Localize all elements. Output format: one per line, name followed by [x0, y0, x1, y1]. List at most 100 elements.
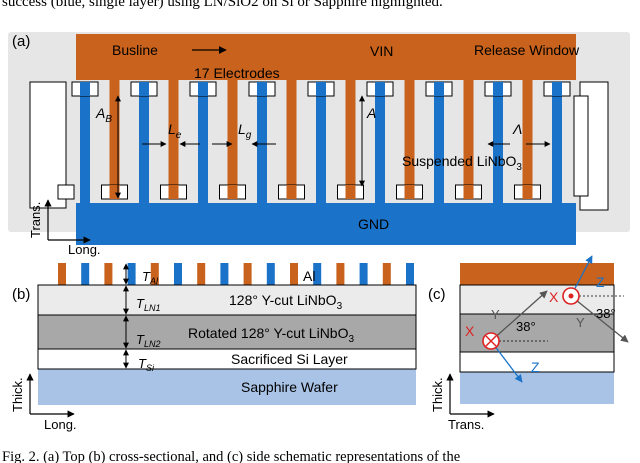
layer4-label: Sapphire Wafer — [241, 379, 338, 395]
ab-symbol: AB — [95, 105, 112, 125]
t-ln2-symbol: TLN2 — [136, 332, 160, 349]
vin-label: VIN — [370, 43, 393, 59]
electrode-finger-gnd — [552, 96, 562, 206]
electrode-array — [71, 78, 571, 206]
electrode-finger-gnd — [316, 96, 326, 206]
caption-top: success (blue, single layer) using LN/Si… — [2, 0, 443, 10]
al-finger — [81, 263, 90, 285]
lg-symbol: Lg — [238, 121, 252, 141]
al-finger — [174, 263, 182, 285]
panel-c-label: (c) — [428, 286, 446, 303]
anchor-right-inner — [573, 95, 589, 197]
x-label-bottom: X — [465, 323, 475, 339]
side-electrode — [460, 263, 614, 285]
electrode-finger-gnd — [198, 96, 208, 206]
t-al-symbol: TAl — [142, 269, 159, 286]
layer-ln1 — [37, 284, 417, 316]
al-finger — [382, 263, 391, 285]
finger-tip — [168, 185, 179, 199]
layer-si — [37, 348, 417, 370]
al-finger — [359, 263, 368, 285]
electrode-finger-vin — [109, 78, 120, 196]
finger-tip — [552, 82, 562, 96]
busline-label: Busline — [112, 42, 158, 58]
finger-tip — [345, 185, 356, 199]
caption-bottom: Fig. 2. (a) Top (b) cross-sectional, and… — [2, 449, 460, 463]
trans-axis-label: Trans. — [28, 202, 43, 238]
al-finger — [197, 263, 206, 285]
electrode-finger-gnd — [80, 96, 90, 206]
busline-bar — [76, 34, 576, 80]
lambda-symbol: Λ — [512, 121, 522, 137]
electrode-finger-vin — [168, 78, 179, 196]
suspended-linbo3-label: Suspended LiNbO3 — [402, 153, 522, 173]
anchor-left-pad — [57, 184, 75, 200]
finger-tip — [257, 82, 267, 96]
panel-c: (c) X Z Y 38° X Z Y 38° Thick. Trans. — [428, 255, 629, 432]
al-finger — [266, 263, 275, 285]
finger-tip — [316, 82, 326, 96]
a-symbol: A — [366, 105, 376, 121]
electrode-finger-vin — [463, 78, 474, 196]
electrode-finger-gnd — [434, 96, 444, 206]
finger-tip — [493, 82, 503, 96]
al-finger — [104, 263, 113, 285]
finger-tip — [522, 185, 533, 199]
t-si-symbol: TSi — [138, 356, 155, 373]
panel-b: (b) TAl TLN1 TLN2 TSi Al 128° Y-cut LiNb… — [10, 263, 417, 432]
long-axis-label: Long. — [68, 242, 101, 257]
electrode-finger-vin — [345, 78, 356, 196]
electrode-finger-gnd — [257, 96, 267, 206]
finger-tip — [463, 185, 474, 199]
z-label-top: Z — [596, 274, 605, 290]
trans-axis-label-c: Trans. — [448, 417, 484, 432]
y-axis-bottom-arrow — [490, 290, 548, 342]
layer-sapphire — [38, 369, 416, 405]
finger-tip — [227, 185, 238, 199]
y-axis-top-arrow — [570, 295, 629, 343]
le-symbol: Le — [168, 121, 182, 141]
x-out-dot — [568, 293, 574, 299]
release-window-label: Release Window — [474, 42, 580, 58]
layer1-label: 128° Y-cut LiNbO3 — [229, 292, 343, 312]
electrode-finger-vin — [227, 78, 238, 196]
electrodes-label: 17 Electrodes — [194, 65, 280, 81]
finger-tip — [139, 82, 149, 96]
al-finger — [313, 263, 322, 285]
al-finger-row — [58, 263, 414, 285]
gnd-label: GND — [358, 216, 389, 232]
finger-tip — [109, 185, 120, 199]
finger-tip — [404, 185, 415, 199]
al-finger — [220, 263, 229, 285]
finger-tip — [375, 82, 385, 96]
finger-tip — [434, 82, 444, 96]
al-finger — [290, 263, 298, 285]
al-label: Al — [303, 268, 315, 284]
panel-b-label: (b) — [12, 286, 30, 303]
al-finger — [127, 263, 136, 285]
electrode-finger-gnd — [139, 96, 149, 206]
panel-a: (a) Busline VIN Release Window 17 Electr… — [8, 32, 630, 257]
al-finger — [406, 263, 414, 285]
y-label-right: Y — [576, 315, 585, 330]
x-label-top: X — [549, 289, 559, 305]
finger-tip — [80, 82, 90, 96]
thick-axis-label-c: Thick. — [430, 377, 445, 412]
side-layer-ln2 — [459, 313, 615, 353]
side-layer-sapphire — [460, 372, 614, 404]
al-finger — [336, 263, 345, 285]
t-ln1-symbol: TLN1 — [136, 296, 160, 313]
angle-left-label: 38° — [516, 319, 536, 334]
gnd-bar — [76, 203, 576, 245]
finger-tip — [198, 82, 208, 96]
thick-axis-label-b: Thick. — [10, 377, 25, 412]
long-axis-label-b: Long. — [44, 417, 77, 432]
al-finger — [58, 263, 66, 285]
layer3-label: Sacrificed Si Layer — [231, 351, 348, 367]
finger-tip — [286, 185, 297, 199]
layer-ln2 — [37, 314, 417, 350]
angle-right-label: 38° — [596, 306, 616, 321]
z-label-bottom: Z — [531, 359, 540, 375]
y-label-left: Y — [491, 307, 500, 322]
